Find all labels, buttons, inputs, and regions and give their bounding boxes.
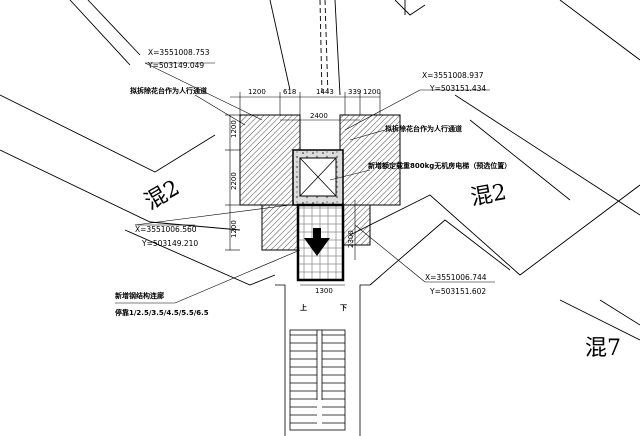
coord-top-right-x: X=3551008.937 (422, 71, 484, 80)
label-demolish-right: 拟拆除花台作为人行通道 (385, 124, 462, 133)
dim-1443: 1443 (316, 88, 334, 96)
dim-1200-right: 1200 (363, 88, 381, 96)
coord-mid-left-x: X=3551006.560 (135, 225, 197, 234)
dim-618: 618 (283, 88, 296, 96)
dim-v-1200-bottom: 1200 (230, 220, 238, 238)
building-outlines (0, 0, 640, 341)
label-stair-up: 上 (300, 303, 307, 312)
label-stair-down: 下 (340, 304, 347, 312)
dim-1300: 1300 (315, 287, 333, 295)
coord-mid-left-y: Y=503149.210 (141, 239, 198, 248)
label-demolish-left: 拟拆除花台作为人行通道 (130, 86, 207, 95)
coord-top-right-y: Y=503151.434 (429, 84, 486, 93)
dimension-values: 1200 618 1443 339 1200 2400 1300 1200 22… (230, 88, 381, 295)
coord-bottom-right-x: X=3551006.744 (425, 273, 487, 282)
label-corridor: 新增钢结构连廊 (115, 291, 164, 300)
leader-lines (115, 62, 495, 304)
elevator-shaft (292, 149, 344, 206)
dim-339: 339 (348, 88, 361, 96)
annotation-labels: 拟拆除花台作为人行通道 拟拆除花台作为人行通道 新增额定载重800kg无机房电梯… (115, 86, 511, 317)
steel-corridor (296, 203, 345, 282)
label-elevator: 新增额定载重800kg无机房电梯（预选位置） (368, 161, 511, 170)
zone-left: 混2 (141, 176, 185, 216)
coord-bottom-right-y: Y=503151.602 (429, 287, 486, 296)
staircase (275, 284, 370, 436)
coord-top-left-y: Y=503149.049 (147, 61, 204, 70)
coord-top-left-x: X=3551008.753 (148, 48, 210, 57)
dim-v-2300: 2300 (347, 230, 355, 248)
dim-v-1200-top: 1200 (230, 120, 238, 138)
zone-bottom-right: 混7 (585, 336, 621, 361)
coordinate-labels: X=3551008.753 Y=503149.049 X=3551008.937… (135, 48, 487, 296)
dim-1200-left: 1200 (248, 88, 266, 96)
dim-v-2200: 2200 (230, 172, 238, 190)
zone-right: 混2 (469, 180, 509, 211)
dim-2400: 2400 (310, 112, 328, 120)
label-stop-floors: 停靠1/2.5/3.5/4.5/5.5/6.5 (115, 308, 209, 317)
